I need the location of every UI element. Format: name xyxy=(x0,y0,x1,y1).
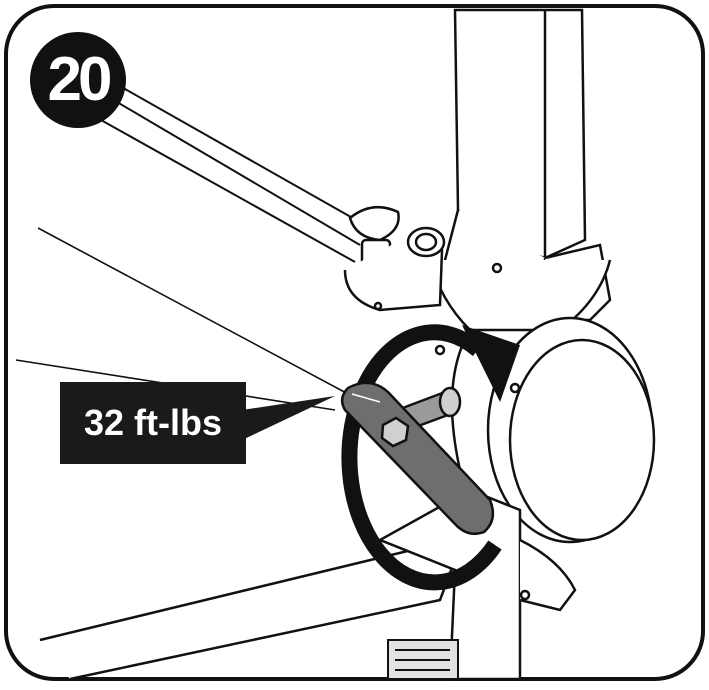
step-number-badge: 20 xyxy=(30,32,126,128)
hex-wrench-icon xyxy=(340,381,495,535)
base-frame xyxy=(39,488,577,681)
clockwise-arrow-icon xyxy=(341,324,520,591)
upper-rail xyxy=(91,71,366,263)
callout-pointer xyxy=(242,396,335,440)
pivot-housing xyxy=(428,259,656,544)
torque-callout-label: 32 ft-lbs xyxy=(60,382,246,464)
adjust-knob xyxy=(343,205,446,312)
base-foot-pad xyxy=(387,639,459,680)
